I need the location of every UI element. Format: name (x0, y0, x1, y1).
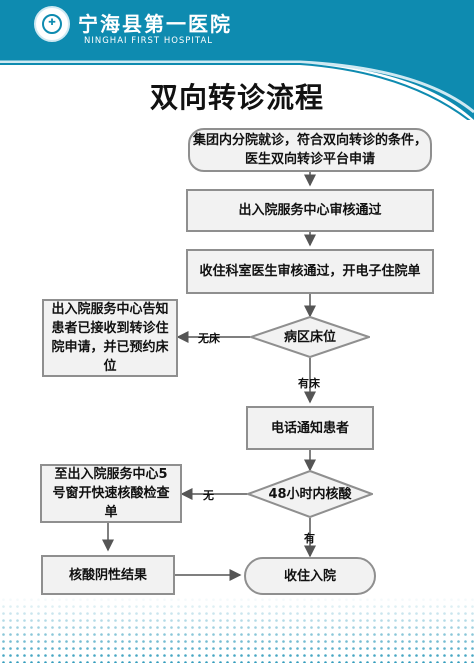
no-bed-notice-node: 出入院服务中心告知患者已接收到转诊住院申请，并已预约床位 (42, 299, 178, 377)
hospital-name-en: NINGHAI FIRST HOSPITAL (84, 36, 214, 46)
fast-test-node: 至出入院服务中心5号窗开快速核酸检查单 (40, 464, 182, 523)
header-curve-decoration (0, 60, 474, 120)
phone-notify-node: 电话通知患者 (246, 406, 374, 450)
negative-result-node: 核酸阴性结果 (41, 555, 175, 595)
hospital-logo-icon: ✚ (34, 6, 70, 42)
dot-pattern-decoration (0, 596, 474, 663)
page-title: 双向转诊流程 (149, 81, 324, 114)
test-decision-diamond (247, 470, 373, 518)
no-label: 无 (203, 489, 214, 502)
has-bed-label: 有床 (298, 377, 320, 390)
yes-label: 有 (304, 532, 315, 545)
bed-decision-label: 病区床位 (283, 329, 336, 345)
ward-review-node: 收住科室医生审核通过，开电子住院单 (186, 249, 434, 294)
hospital-name-cn: 宁海县第一医院 (78, 12, 232, 36)
admission-review-node: 出入院服务中心审核通过 (186, 189, 434, 232)
admit-node: 收住入院 (244, 557, 376, 595)
no-bed-label: 无床 (198, 332, 220, 345)
test-decision-label: 48小时内核酸 (268, 486, 352, 502)
bed-decision-diamond (250, 316, 370, 358)
header-banner: ✚ 宁海县第一医院 NINGHAI FIRST HOSPITAL (0, 0, 474, 62)
start-application-node: 集团内分院就诊，符合双向转诊的条件，医生双向转诊平台申请 (188, 128, 432, 172)
